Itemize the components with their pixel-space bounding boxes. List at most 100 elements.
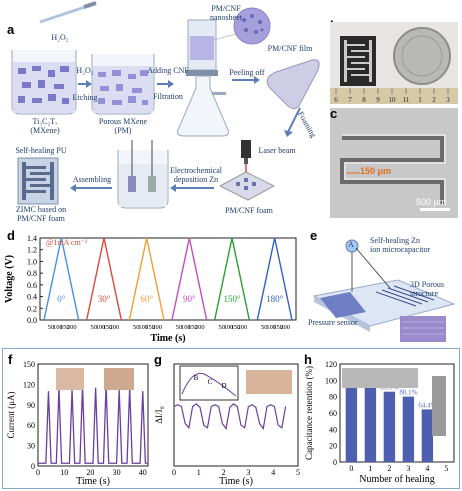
y-tick-label: 0.6 [27,281,37,290]
x-tick-label: 50 [90,324,97,331]
inset-label: D [221,382,226,390]
ruler-number: 2 [432,96,436,104]
x-tick-label: 100 [138,324,148,331]
x-tick-label: 100 [53,324,63,331]
bar-value-label: 80.1% [399,389,417,397]
y-tick-label: 0 [333,458,337,467]
y-tick-label: 20 [329,442,337,451]
plot-frame [339,363,455,463]
y-tick-label: 1.0 [27,257,37,266]
x-tick-label: 50 [133,324,140,331]
inset-plot [179,365,239,401]
x-tick-label: 150 [145,324,155,331]
inset-label: C [208,378,213,386]
y-tick-label: 100 [325,376,337,385]
x-tick-label: 100 [96,324,106,331]
zn-capacitor-label: Self-healing Zn ion microcapacitor [370,236,431,254]
beaker-porous-mxene [91,54,155,115]
laser-foam [218,140,276,201]
panel-g-letter: g [154,352,162,367]
width-label: 150 μm [360,166,392,176]
retention-bar [345,380,358,462]
y-tick-label: 150 [23,360,35,369]
x-tick-label: 50 [48,324,55,331]
gcd-curve [256,237,293,321]
y-tick-label: 80 [329,393,337,402]
inset-curve [181,372,237,397]
x-tick-label: 40 [139,468,147,477]
current-density-label: @1mA cm⁻² [46,238,88,247]
x-tick-label: 150 [103,324,113,331]
retention-bar [402,396,415,462]
filtration-flask [177,19,229,137]
x-tick-label: 100 [181,324,191,331]
marker-a: A [348,240,354,249]
x-tick-label: 5 [444,464,448,473]
y-tick-label: 0 [31,462,35,471]
etching-label: Etching [72,93,98,102]
panel-e-letter: e [310,228,318,243]
current-curve [38,384,148,464]
x-tick-label: 50 [218,324,225,331]
relative-current-curve [173,403,287,431]
x-tick-label: 5 [296,468,300,477]
device-photo [342,368,418,388]
x-tick-label: 200 [280,324,290,331]
plot-frame [39,237,297,321]
x-tick-label: 100 [224,324,234,331]
inset-label: B [194,374,199,382]
y-tick-label: 1.4 [27,234,37,243]
x-tick-label: 200 [67,324,77,331]
deposition-beaker [117,140,169,209]
y-axis-label: Current (μA) [6,391,16,438]
retention-chart: 020406080100120100%096.8%186.1%280.1%364… [304,360,455,485]
ruler-number: 7 [348,96,352,104]
x-tick-label: 4 [425,464,429,473]
plot-frame [37,363,149,467]
x-axis-label: Time (s) [76,476,110,487]
panel-c-micrograph [330,108,458,218]
x-tick-label: 200 [238,324,248,331]
x-tick-label: 2 [222,468,226,477]
x-tick-label: 200 [110,324,120,331]
mxene-label: Ti₃C₂Tₓ (MXene) [30,117,60,135]
angle-label: 150° [223,294,241,304]
finger-photo-1 [56,368,84,390]
x-tick-label: 1 [197,468,201,477]
etching-reagent-label: H₂O₂ [76,66,94,75]
y-axis-label: Capacitance retention (%) [304,366,314,460]
panel-a-letter: a [7,22,15,37]
assembling-label: Assembling [72,175,112,184]
x-tick-label: 0 [349,464,353,473]
panel-a: a [0,0,322,223]
panel-d-letter: d [7,228,15,243]
x-tick-label: 0 [36,468,40,477]
foam-label: PM/CNF foam [225,206,273,215]
x-tick-label: 150 [231,324,241,331]
x-tick-label: 4 [271,468,275,477]
angle-label: 30° [98,294,111,304]
ruler-number: 3 [446,96,450,104]
angle-label: 180° [266,294,284,304]
gcd-curve [128,237,165,321]
x-tick-label: 50 [176,324,183,331]
retention-bar [383,391,396,462]
x-axis-label: Time (s) [150,333,185,344]
y-tick-label: 120 [325,360,337,369]
x-tick-label: 2 [387,464,391,473]
wrist-photo [246,370,292,394]
y-tick-label: 0.2 [27,304,37,313]
x-axis-label: Number of healing [359,474,435,485]
bar-value-label: 64.4% [418,401,436,409]
ruler-number: 9 [376,96,380,104]
x-tick-label: 200 [152,324,162,331]
x-tick-label: 30 [113,468,121,477]
panel-h: h 020406080100120100%096.8%186.1%280.1%3… [302,350,460,488]
x-tick-label: 3 [246,468,250,477]
x-tick-label: 1 [368,464,372,473]
gcd-curve [171,237,208,321]
y-axis-label: Voltage (V) [4,255,15,303]
panel-f-letter: f [8,352,13,367]
